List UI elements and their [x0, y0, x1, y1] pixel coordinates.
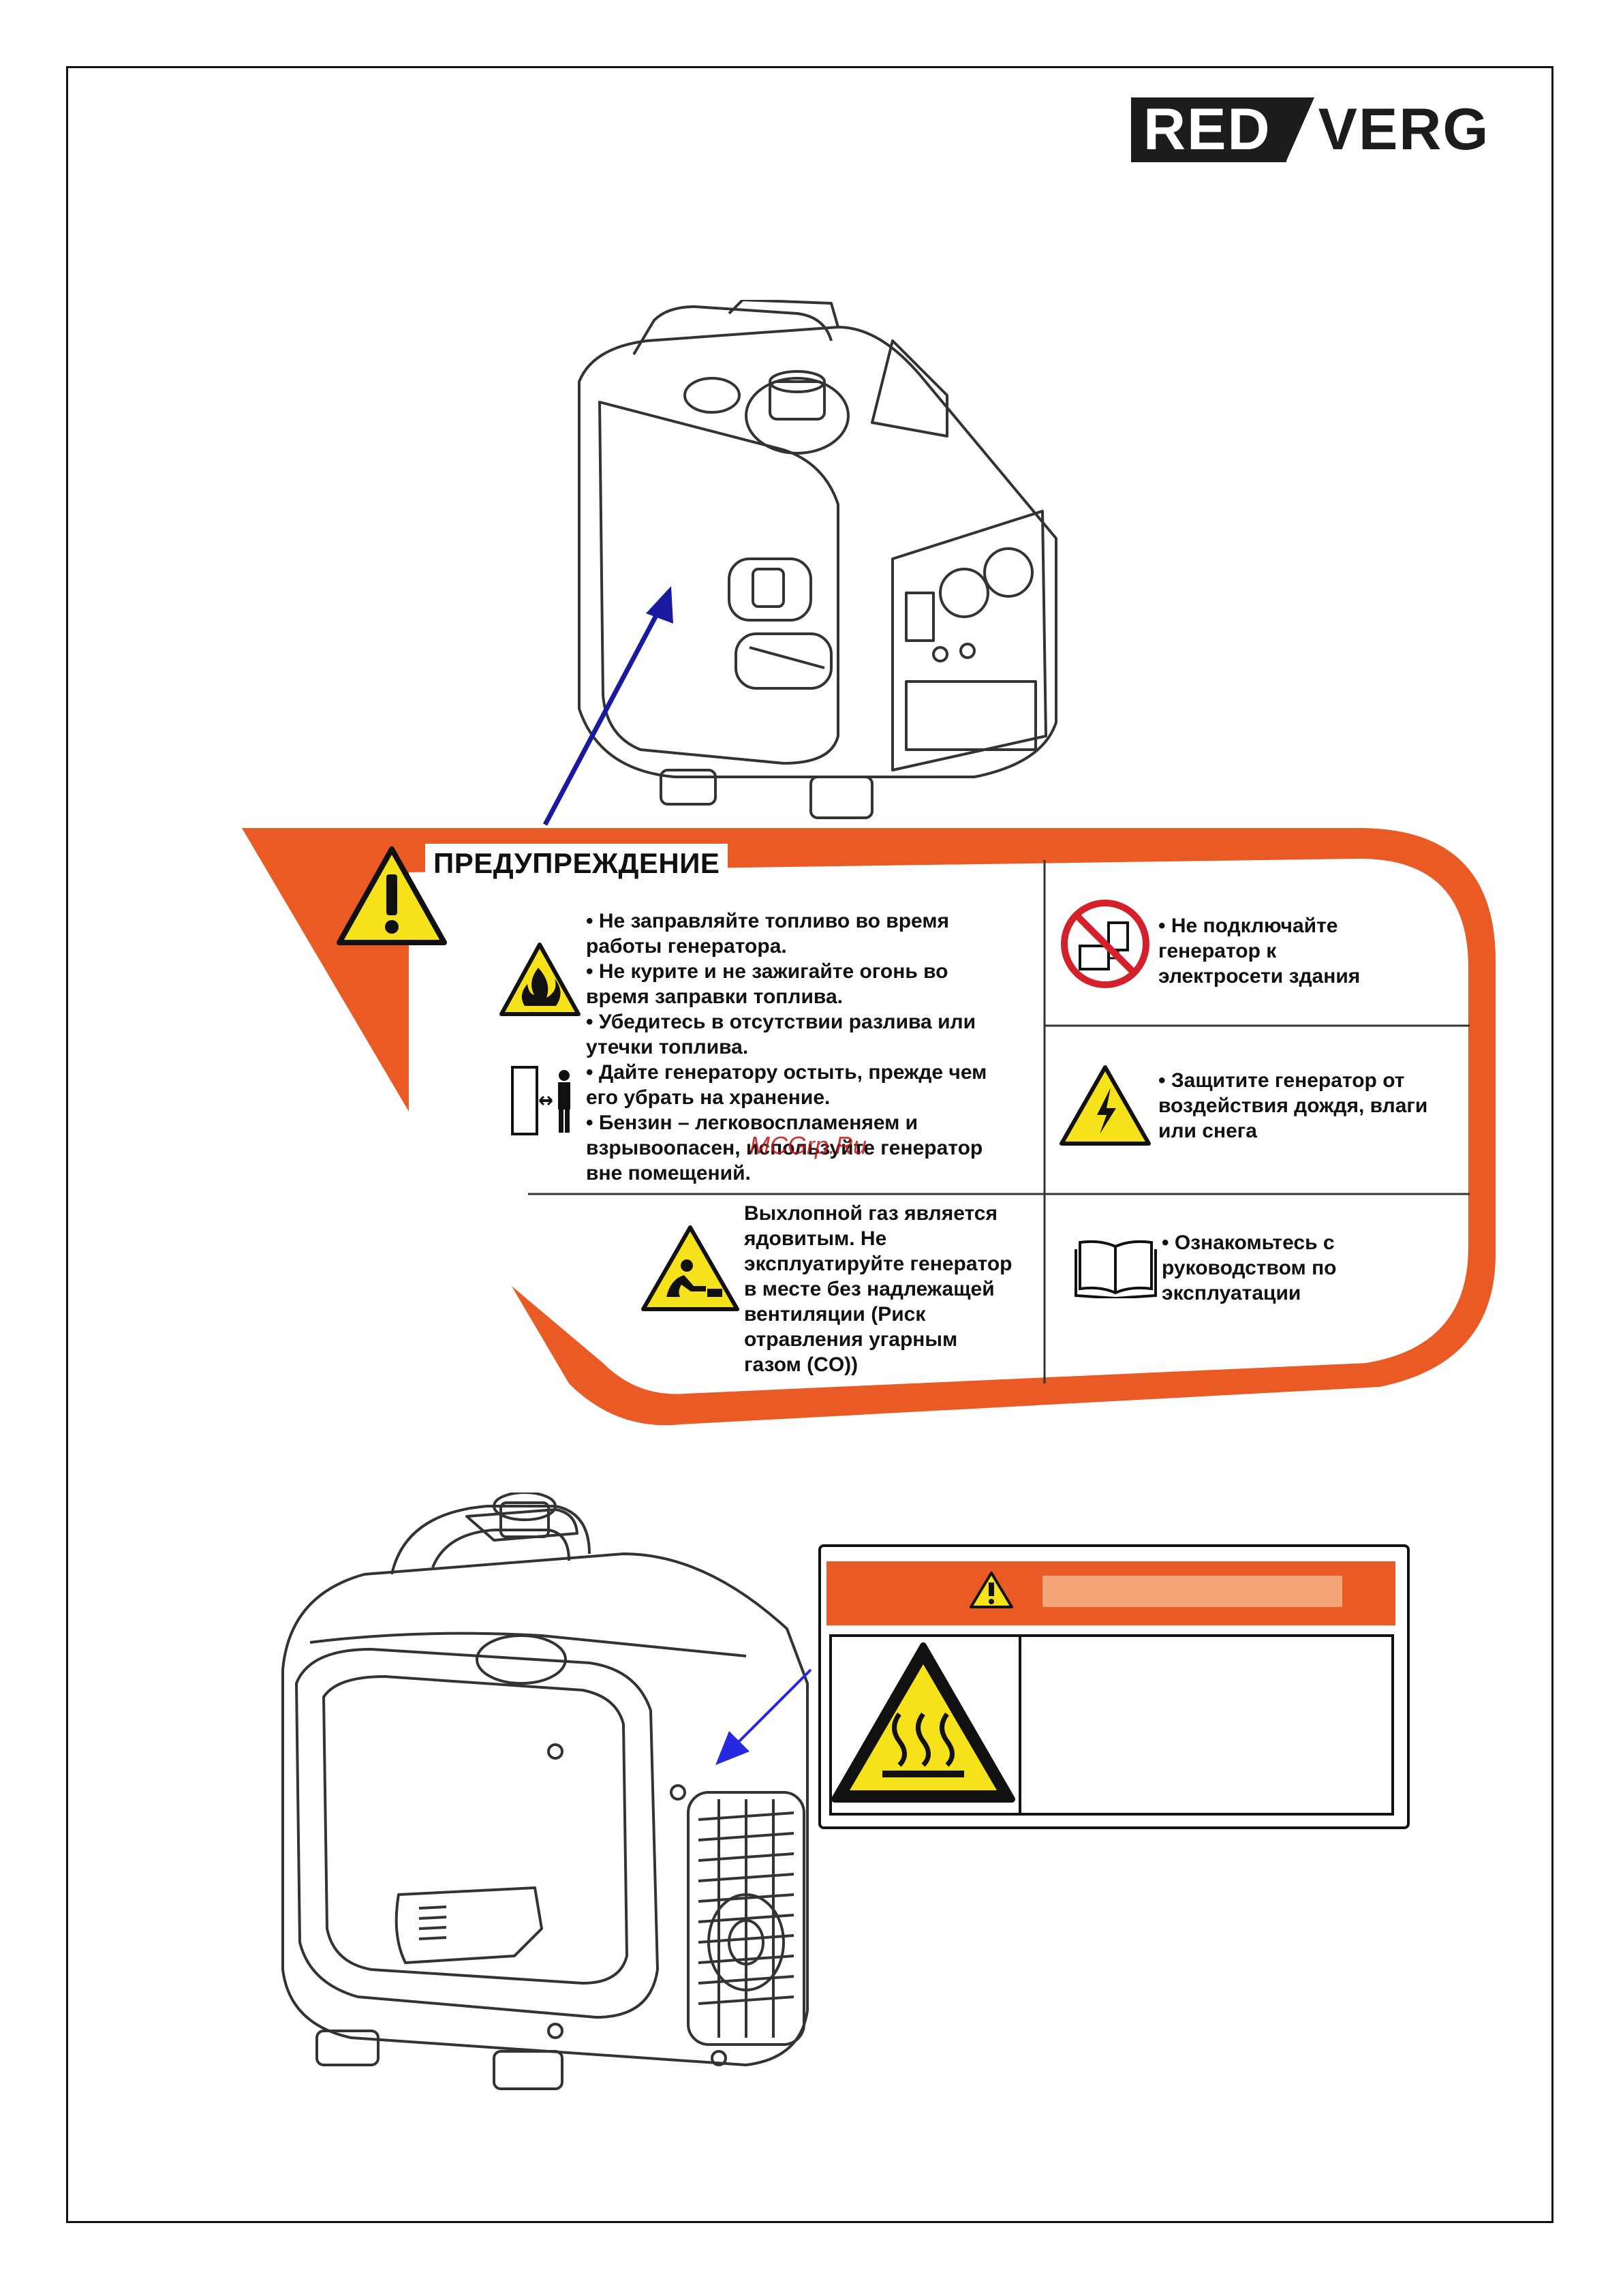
manual-warning-line: руководством по [1162, 1257, 1337, 1279]
exhaust-warning-line: вентиляции (Риск [744, 1303, 926, 1326]
read-manual-book-icon [1075, 1240, 1157, 1298]
fuel-warning-line: • Бензин – легковоспламеняем и [586, 1112, 918, 1134]
fuel-warning-line: • Убедитесь в отсутствии разлива или [586, 1011, 976, 1033]
grid-warning-line: • Не подключайте [1158, 915, 1338, 937]
logo-wedge [1285, 97, 1314, 162]
logo-verg-text: VERG [1318, 97, 1490, 162]
fuel-warning-line: • Не курите и не зажигайте огонь во [586, 960, 948, 983]
exhaust-warning-line: отравления угарным [744, 1328, 958, 1351]
fuel-warnings-text: • Не заправляйте топливо во время работы… [586, 908, 987, 1186]
fuel-warning-line: взрывоопасен, используйте генератор [586, 1137, 983, 1159]
exhaust-warning-line: ядовитым. Не [744, 1227, 887, 1250]
fuel-warning-line: • Не заправляйте топливо во время [586, 910, 950, 932]
manual-warning-line: • Ознакомьтесь с [1162, 1231, 1335, 1254]
exhaust-warning-line: в месте без надлежащей [744, 1278, 995, 1300]
exhaust-warning-line: Выхлопной газ является [744, 1202, 998, 1225]
redverg-logo: RED VERG [1131, 97, 1489, 162]
arrow-to-fuel-label [542, 586, 673, 826]
generator-top-illustration [578, 300, 1057, 819]
hot-surface-label [818, 1544, 1410, 1829]
fuel-warning-line: его убрать на хранение. [586, 1086, 831, 1109]
rain-warning-line: воздействия дождя, влаги [1158, 1095, 1428, 1117]
generator-side-illustration [281, 1493, 809, 2090]
warning-triangle-icon [337, 846, 447, 945]
grid-warning-text: • Не подключайте генератор к электросети… [1158, 913, 1360, 989]
rain-warning-line: • Защитите генератор от [1158, 1069, 1405, 1092]
watermark-text: MCGrp.Ru [749, 1131, 867, 1159]
exhaust-warning-line: эксплуатируйте генератор [744, 1253, 1013, 1275]
no-grid-connection-icon [1061, 900, 1149, 988]
arrow-to-hot-surface-label [715, 1668, 812, 1765]
fuel-warning-line: время заправки топлива. [586, 985, 843, 1008]
grid-warning-line: электросети здания [1158, 965, 1361, 988]
toxic-exhaust-icon [641, 1225, 739, 1311]
manual-warning-text: • Ознакомьтесь с руководством по эксплуа… [1162, 1230, 1337, 1306]
exhaust-warning-text: Выхлопной газ является ядовитым. Не эксп… [744, 1201, 1012, 1377]
exhaust-warning-line: газом (CO)) [744, 1353, 859, 1376]
fuel-warning-line: вне помещений. [586, 1162, 751, 1184]
flammable-fire-icon [499, 943, 581, 1016]
fuel-warning-line: • Дайте генератору остыть, прежде чем [586, 1061, 987, 1084]
electric-shock-icon [1060, 1065, 1151, 1146]
grid-warning-line: генератор к [1158, 940, 1277, 962]
fuel-warning-line: работы генератора. [586, 935, 787, 958]
fuel-warning-line: утечки топлива. [586, 1036, 749, 1058]
manual-warning-line: эксплуатации [1162, 1282, 1301, 1304]
page-border [66, 66, 1554, 2223]
logo-red-text: RED [1131, 97, 1286, 162]
rain-warning-line: или снега [1158, 1120, 1257, 1142]
safe-distance-icon [511, 1066, 570, 1135]
warning-heading: ПРЕДУПРЕЖДЕНИЕ [425, 844, 728, 883]
rain-warning-text: • Защитите генератор от воздействия дожд… [1158, 1068, 1427, 1144]
